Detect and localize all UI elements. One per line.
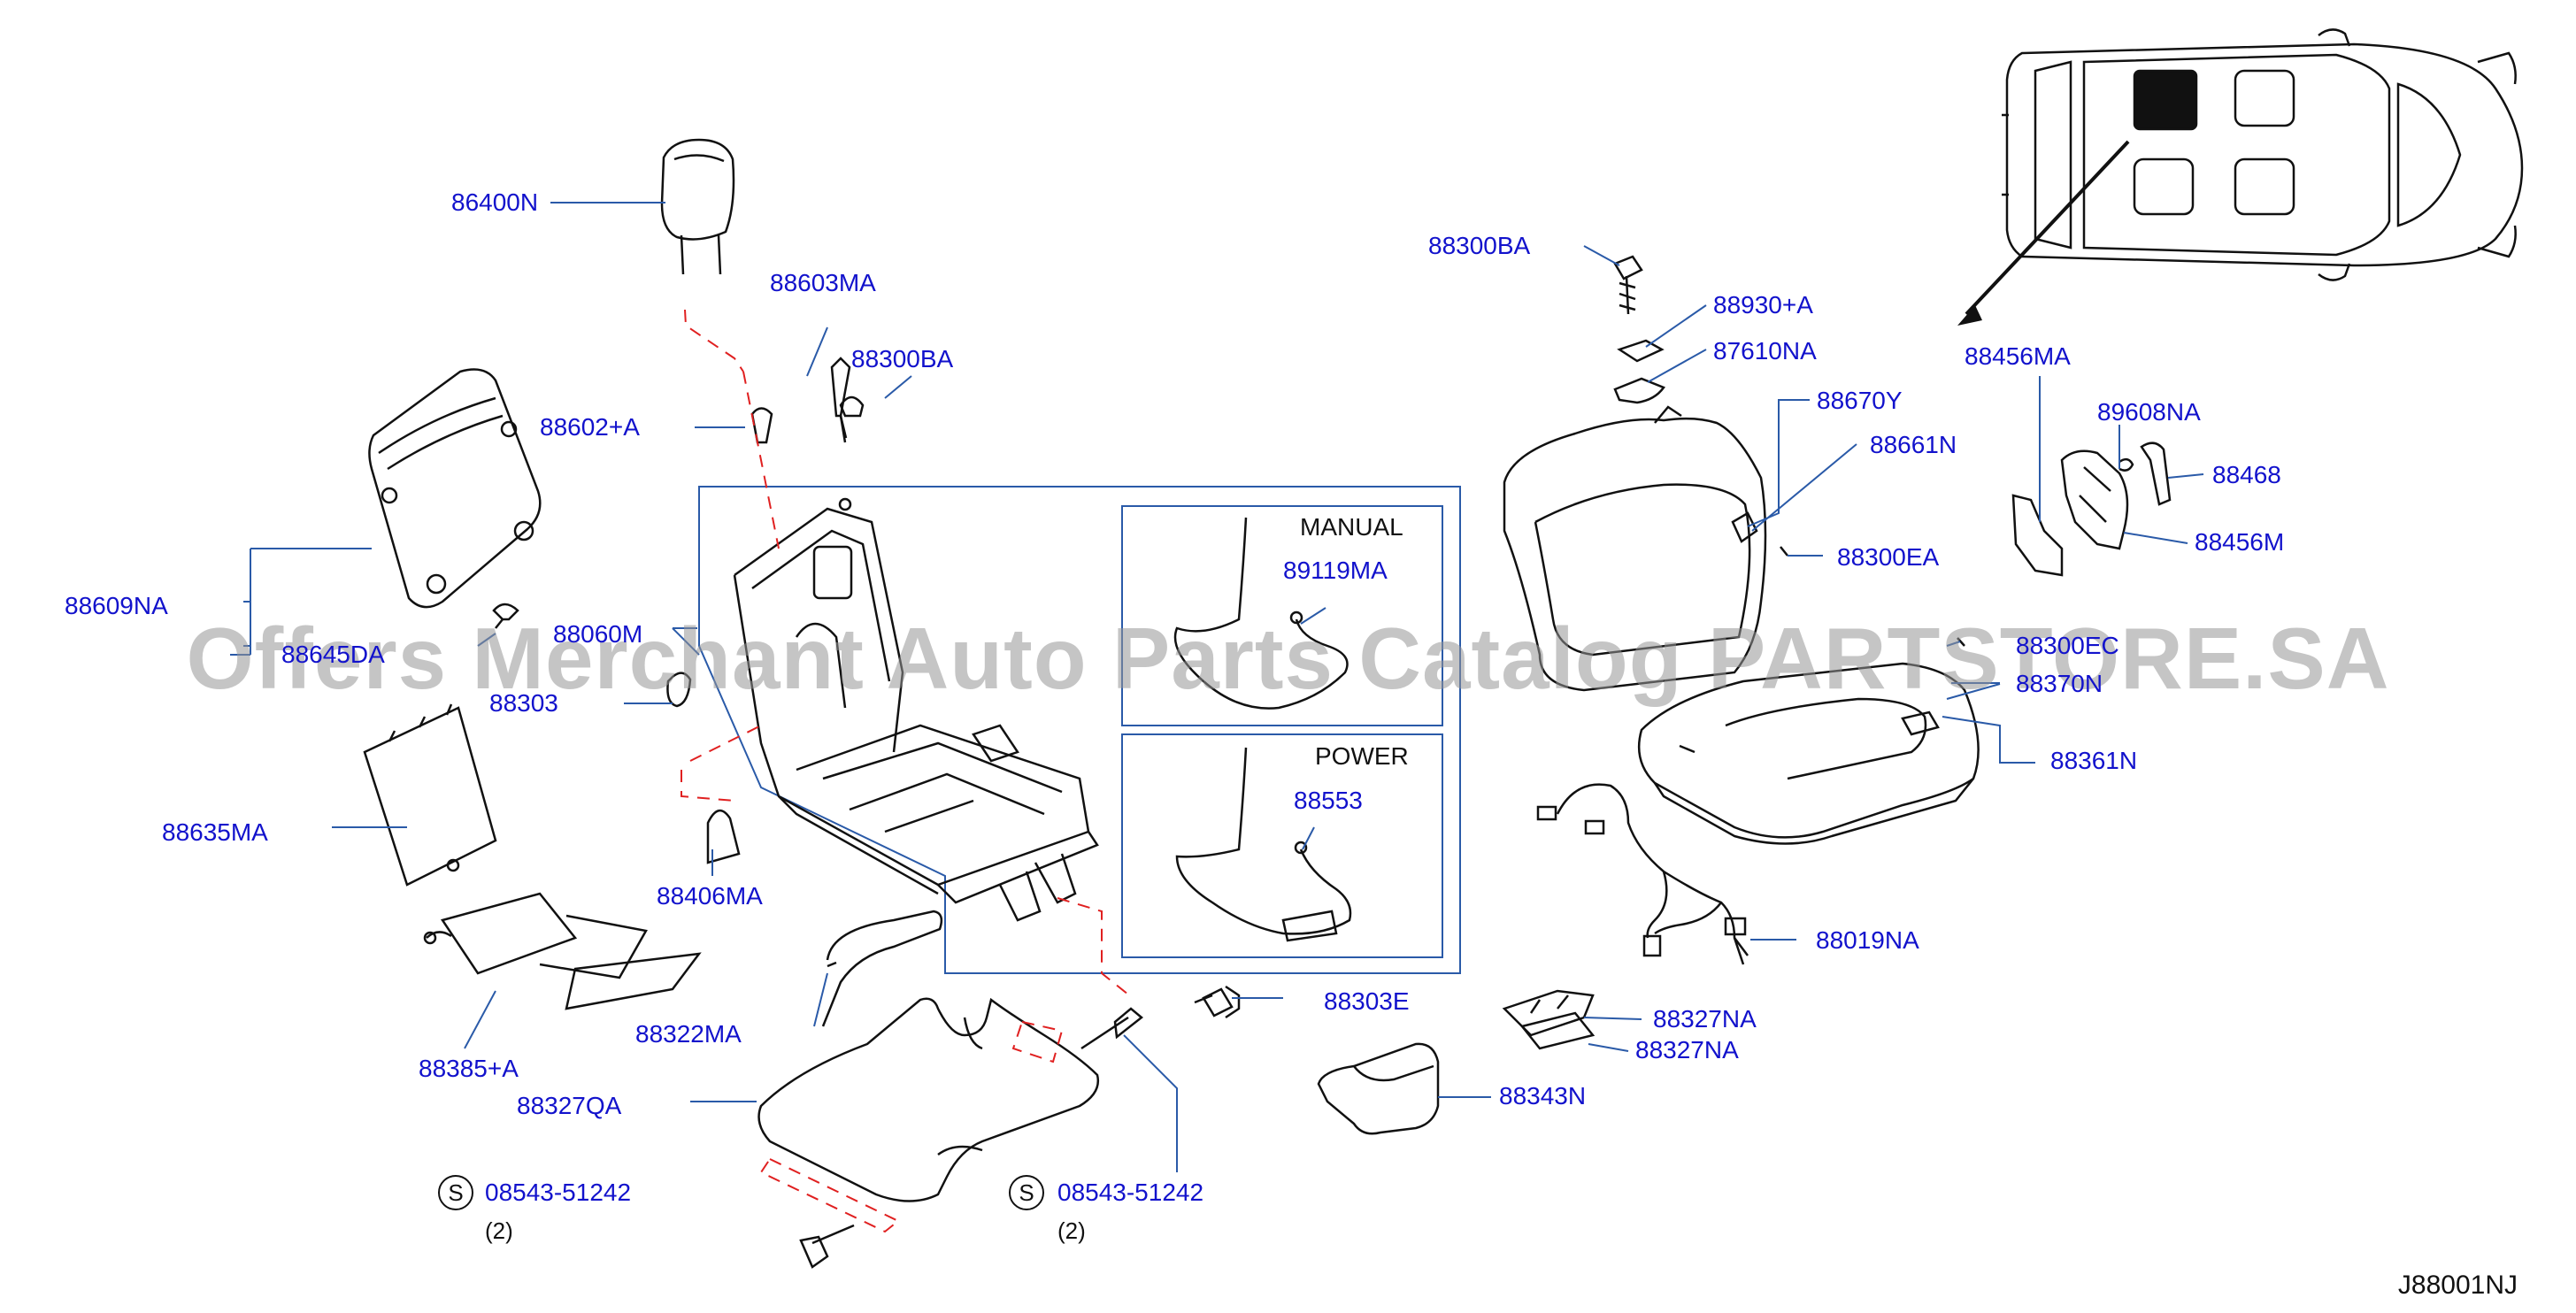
part-88327NA-label-b[interactable]: 88327NA [1635, 1036, 1739, 1063]
part-88060M-label[interactable]: 88060M [553, 620, 643, 648]
part-88553-label[interactable]: 88553 [1294, 787, 1363, 814]
manual-box-title: MANUAL [1300, 513, 1403, 541]
part-88343N-label[interactable]: 88343N [1499, 1082, 1587, 1110]
side-trim-icon [821, 910, 943, 1027]
part-88456MA-label[interactable]: 88456MA [1965, 342, 2071, 370]
manual-box [1121, 505, 1443, 726]
part-88361N-label[interactable]: 88361N [2050, 747, 2138, 774]
side-cover-icon [1317, 1042, 1440, 1135]
part-89119MA-label[interactable]: 89119MA [1283, 557, 1388, 584]
part-87610NA-label[interactable]: 87610NA [1713, 337, 1817, 365]
part-08543-51242-label-left[interactable]: 08543-51242 [485, 1179, 632, 1206]
seat-cushion-icon [1637, 662, 1980, 845]
seat-frame-icon [733, 497, 1099, 922]
qty-right: (2) [1057, 1217, 1086, 1244]
part-88300BA-label-left[interactable]: 88300BA [851, 345, 954, 372]
qty-left: (2) [485, 1217, 513, 1244]
part-88406MA-label[interactable]: 88406MA [657, 882, 763, 910]
part-88370N-label[interactable]: 88370N [2016, 670, 2103, 697]
vehicle-top-view-icon [1957, 28, 2524, 326]
part-88303-label[interactable]: 88303 [489, 689, 558, 717]
leader-lines [230, 202, 2204, 1172]
part-86400N-label[interactable]: 86400N [451, 188, 539, 216]
back-pad-icon [363, 703, 497, 887]
bracket-icon [706, 810, 741, 864]
cushion-pad-icon [423, 892, 702, 1010]
part-88645DA-label[interactable]: 88645DA [281, 641, 385, 668]
seat-cover-icon [757, 997, 1100, 1202]
screw-icons [492, 357, 1241, 1269]
lower-bracket-icons [1502, 989, 1596, 1050]
manual-cable-icon [1173, 517, 1349, 710]
power-cable-icon [1175, 747, 1352, 942]
part-88635MA-label[interactable]: 88635MA [162, 818, 268, 846]
part-88327QA-label[interactable]: 88327QA [517, 1092, 622, 1119]
part-88327NA-label-a[interactable]: 88327NA [1653, 1005, 1757, 1033]
seat-back-board-icon [368, 368, 542, 609]
part-88300EC-label[interactable]: 88300EC [2016, 632, 2119, 659]
power-box-title: POWER [1315, 742, 1409, 770]
power-box [1121, 733, 1443, 958]
wire-harness-icon [1536, 783, 1749, 965]
part-88661N-label[interactable]: 88661N [1870, 431, 1957, 458]
dashed-leaders-left [681, 309, 1134, 1233]
part-88468-label[interactable]: 88468 [2212, 461, 2281, 488]
part-88300BA-label-right[interactable]: 88300BA [1428, 232, 1531, 259]
part-88303E-label[interactable]: 88303E [1324, 987, 1410, 1015]
part-88609NA-label[interactable]: 88609NA [65, 592, 168, 619]
diagram-code: J88001NJ [2397, 1271, 2518, 1300]
part-88456M-label[interactable]: 88456M [2195, 528, 2285, 556]
part-88300EA-label[interactable]: 88300EA [1837, 543, 1940, 571]
part-88930A-label[interactable]: 88930+A [1713, 291, 1813, 319]
part-88385A-label[interactable]: 88385+A [419, 1055, 519, 1082]
part-88322MA-label[interactable]: 88322MA [635, 1020, 742, 1048]
frame-box [698, 486, 1461, 974]
fastener-badge-right: S [1009, 1175, 1044, 1210]
part-88603MA-label[interactable]: 88603MA [770, 269, 876, 296]
right-fastener-icons [1613, 255, 1965, 647]
watermark: Offers Merchant Auto Parts Catalog PARTS… [186, 610, 2390, 707]
part-08543-51242-label-right[interactable]: 08543-51242 [1057, 1179, 1204, 1206]
part-88019NA-label[interactable]: 88019NA [1816, 926, 1919, 954]
part-88602A-label[interactable]: 88602+A [540, 413, 640, 441]
part-89608NA-label[interactable]: 89608NA [2097, 398, 2201, 426]
hinge-cover-icons [2011, 442, 2172, 577]
seat-back-icon [1503, 405, 1767, 692]
part-88670Y-label[interactable]: 88670Y [1817, 387, 1903, 414]
headrest-icon [660, 138, 735, 275]
fastener-badge-left: S [438, 1175, 473, 1210]
